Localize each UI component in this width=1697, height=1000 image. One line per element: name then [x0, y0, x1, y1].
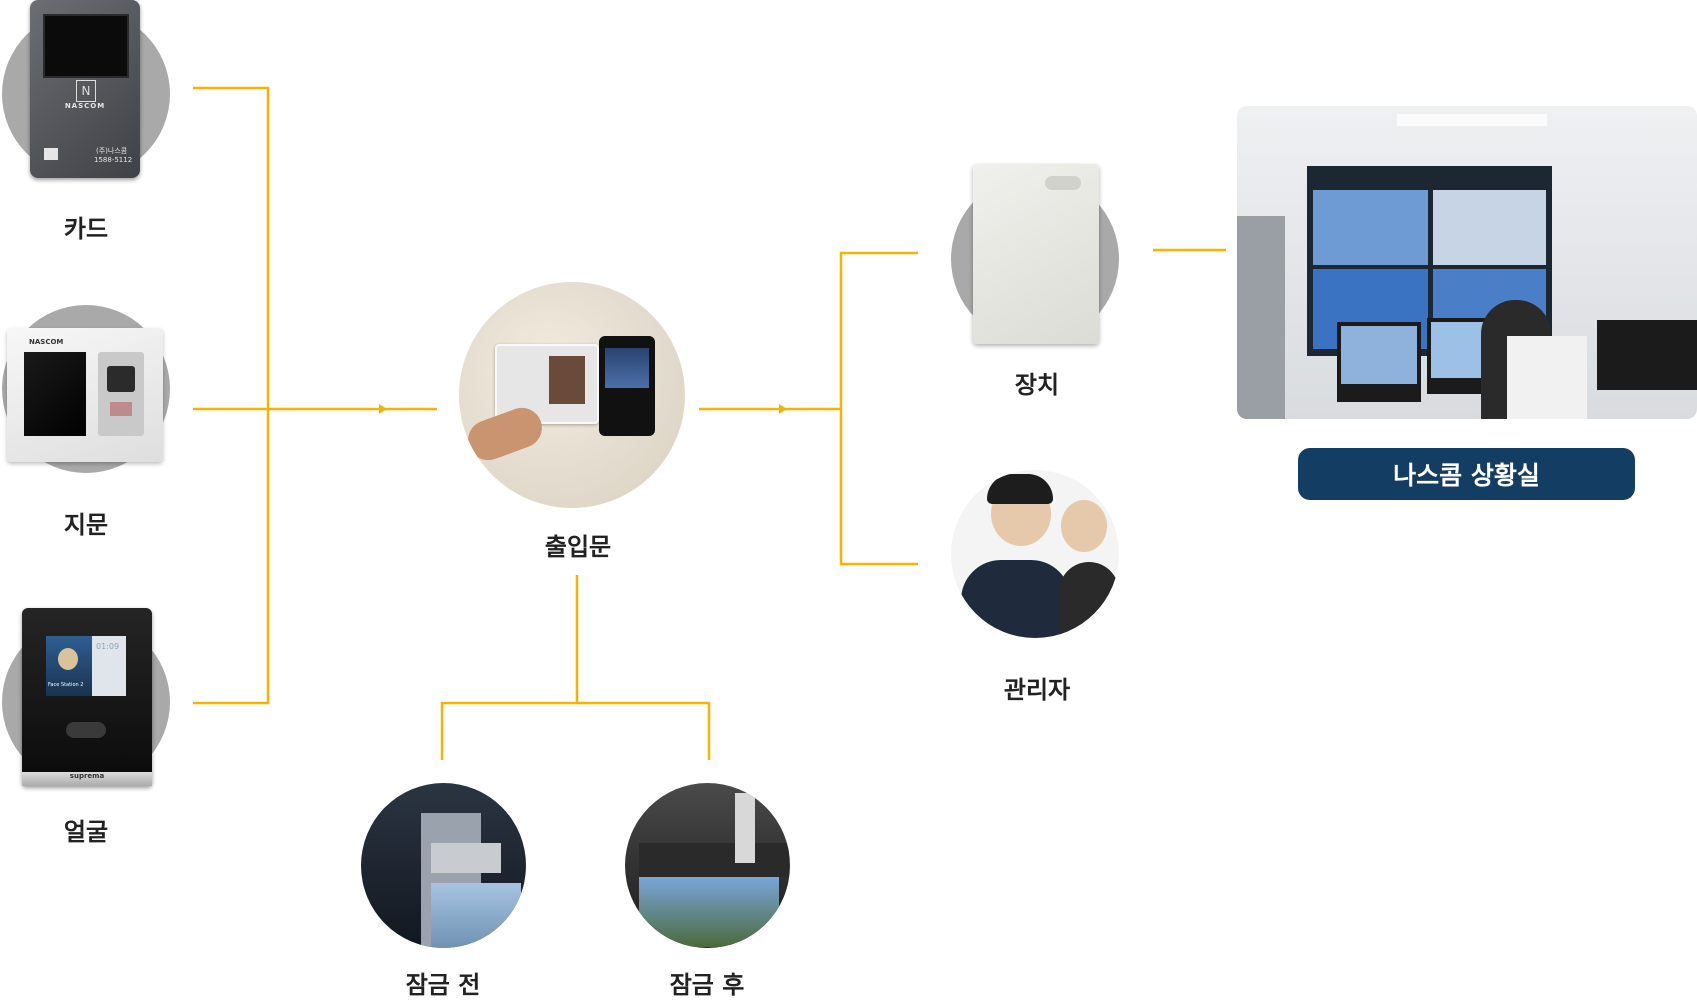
- face-model-text: Face Station 2: [48, 682, 84, 688]
- fingerprint-label: 지문: [63, 511, 109, 539]
- lock-before-label: 잠금 전: [405, 971, 481, 999]
- door-circle-image: [459, 282, 685, 508]
- lock-before-image: [361, 783, 526, 948]
- card-brand-text: NASCOM: [64, 102, 106, 110]
- face-time-text: 01:09: [96, 642, 120, 651]
- manager-image: [951, 470, 1119, 638]
- card-label: 카드: [63, 215, 109, 243]
- face-label: 얼굴: [63, 818, 109, 846]
- face-brand-text: suprema: [69, 772, 105, 780]
- control-room-image: [1237, 106, 1697, 419]
- card-phone-text: 1588-5112: [94, 156, 133, 164]
- fingerprint-brand-text: NASCOM: [29, 338, 64, 346]
- device-label: 장치: [1014, 371, 1060, 399]
- card-reader-image: N NASCOM (주)나스콤 1588-5112: [30, 0, 140, 178]
- lock-after-image: [625, 783, 790, 948]
- door-label: 출입문: [544, 533, 612, 561]
- card-company-text: (주)나스콤: [96, 147, 128, 155]
- face-reader-image: Face Station 2 01:09 suprema: [22, 608, 152, 786]
- device-image: [973, 164, 1099, 344]
- lock-after-label: 잠금 후: [669, 971, 745, 999]
- fingerprint-reader-image: NASCOM: [7, 328, 163, 462]
- manager-label: 관리자: [1003, 676, 1071, 704]
- control-room-badge: 나스콤 상황실: [1298, 448, 1635, 500]
